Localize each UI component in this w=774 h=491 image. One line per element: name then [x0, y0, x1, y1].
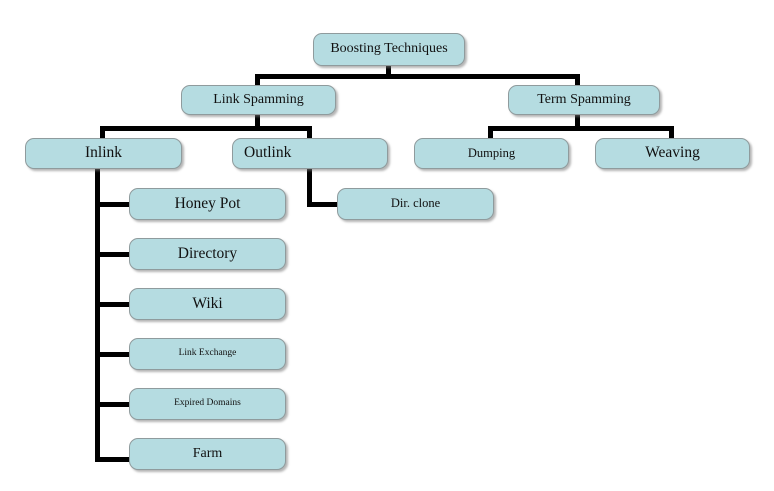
- connector-root-bar: [255, 74, 580, 79]
- connector-term-spamming-bar: [488, 126, 674, 131]
- node-label-weaving: Weaving: [645, 144, 700, 162]
- node-wiki[interactable]: Wiki: [129, 288, 286, 320]
- node-label-term-spamming: Term Spamming: [537, 91, 631, 107]
- connector-branch-honey-pot: [95, 202, 132, 207]
- node-expired-domains[interactable]: Expired Domains: [129, 388, 286, 420]
- node-label-expired-domains: Expired Domains: [174, 398, 241, 409]
- connector-dir-clone-vertical: [307, 168, 312, 207]
- connector-dir-clone-horizontal: [307, 202, 341, 207]
- node-label-outlink: Outlink: [244, 144, 292, 162]
- connector-link-spamming-drop: [255, 74, 260, 88]
- node-label-wiki: Wiki: [192, 294, 223, 312]
- connector-link-spamming-bar: [100, 126, 312, 131]
- connector-branch-farm: [95, 457, 132, 462]
- node-label-inlink: Inlink: [84, 144, 123, 162]
- connector-branch-wiki: [95, 302, 132, 307]
- connector-branch-link-exchange: [95, 352, 132, 357]
- node-label-honey-pot: Honey Pot: [174, 194, 241, 212]
- node-link-exchange[interactable]: Link Exchange: [129, 338, 286, 370]
- node-label-link-exchange: Link Exchange: [178, 348, 237, 359]
- node-label-link-spamming: Link Spamming: [213, 91, 304, 107]
- node-directory[interactable]: Directory: [129, 238, 286, 270]
- node-weaving[interactable]: Weaving: [595, 138, 750, 169]
- node-inlink[interactable]: Inlink: [25, 138, 182, 169]
- node-label-dumping: Dumping: [467, 145, 516, 160]
- node-dumping[interactable]: Dumping: [414, 138, 569, 169]
- node-label-farm: Farm: [192, 445, 223, 461]
- connector-term-spamming-drop: [575, 74, 580, 88]
- connector-inlink-drop: [100, 126, 105, 141]
- connector-branch-expired-domains: [95, 402, 132, 407]
- node-outlink[interactable]: Outlink: [232, 138, 388, 169]
- node-dir-clone[interactable]: Dir. clone: [337, 188, 494, 220]
- node-link-spamming[interactable]: Link Spamming: [181, 85, 336, 115]
- connector-branch-directory: [95, 252, 132, 257]
- node-boosting-techniques[interactable]: Boosting Techniques: [313, 33, 465, 66]
- connector-link-spamming-stem: [255, 114, 260, 128]
- connector-dumping-drop: [488, 126, 493, 139]
- node-term-spamming[interactable]: Term Spamming: [508, 85, 660, 115]
- node-label-dir-clone: Dir. clone: [390, 196, 441, 211]
- node-label-directory: Directory: [177, 244, 238, 262]
- node-honey-pot[interactable]: Honey Pot: [129, 188, 286, 220]
- node-farm[interactable]: Farm: [129, 438, 286, 470]
- connector-weaving-drop: [669, 126, 674, 139]
- node-label-boosting-techniques: Boosting Techniques: [330, 41, 448, 57]
- connector-inlink-spine: [95, 168, 100, 462]
- connector-root-stem: [386, 66, 391, 78]
- connector-term-spamming-stem: [575, 114, 580, 128]
- connector-outlink-drop: [307, 126, 312, 141]
